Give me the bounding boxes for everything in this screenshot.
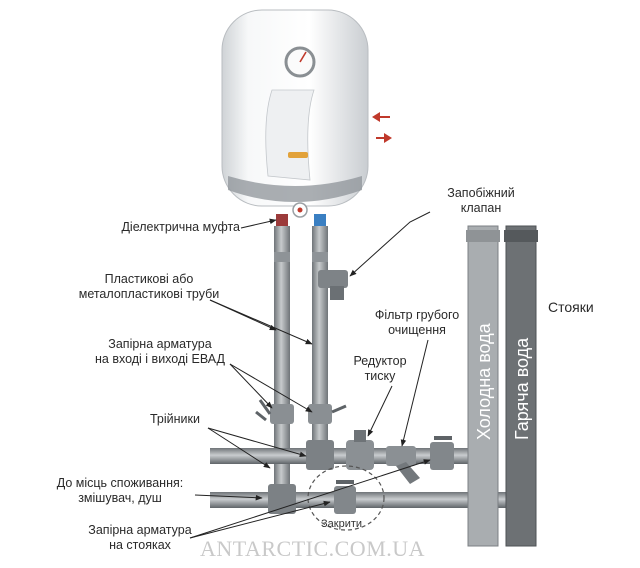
inlet-arrow-icon [372,112,390,122]
closed-label: Закрити [321,518,362,530]
consumption-label: До місць споживання: змішувач, душ [56,476,184,505]
coarse-filter [386,446,420,484]
tee-cold [306,440,334,470]
pipes-label: Пластикові або металопластикові труби [78,272,220,301]
shutoff-valve-hot [255,399,294,424]
safety-valve [318,270,348,300]
closed-valve-marker [307,465,385,531]
dielectric-coupling-label: Діелектрична муфта [121,220,240,234]
shutoff-evad-label: Запірна арматура на вході і виході ЕВАД [95,337,225,366]
tee-hot [268,484,296,514]
outlet-arrow-icon [376,133,392,143]
risers-label: Стояки [548,299,594,315]
hot-water-riser-label: Гаряча вода [512,337,532,440]
cold-water-riser [467,225,499,547]
pressure-reducer-label: Редуктор тиску [353,354,407,383]
shutoff-valve-cold [308,404,347,424]
shutoff-risers-label: Запірна арматура на стояках [88,523,192,552]
riser-shutoff-valve-cold [430,436,454,470]
hot-main-horizontal [210,492,510,508]
temperature-knob-icon [292,202,308,218]
pressure-reducer [346,430,374,470]
cold-water-riser-label: Холодна вода [474,322,494,440]
thermometer-gauge-icon [284,46,316,78]
leader-lines [189,211,431,539]
coarse-filter-label: Фільтр грубого очищення [374,308,460,337]
watermark: ANTARCTIC.COM.UA [200,536,425,561]
hot-pipe-vertical [274,226,290,512]
riser-shutoff-valve-hot [334,480,356,514]
tees-label: Трійники [150,412,200,426]
hot-water-riser [505,225,537,547]
cold-inlet-coupling [314,214,326,226]
hot-outlet-coupling [276,214,288,226]
water-heater-tank [221,9,369,207]
safety-valve-label: Запобіжний клапан [447,186,515,215]
